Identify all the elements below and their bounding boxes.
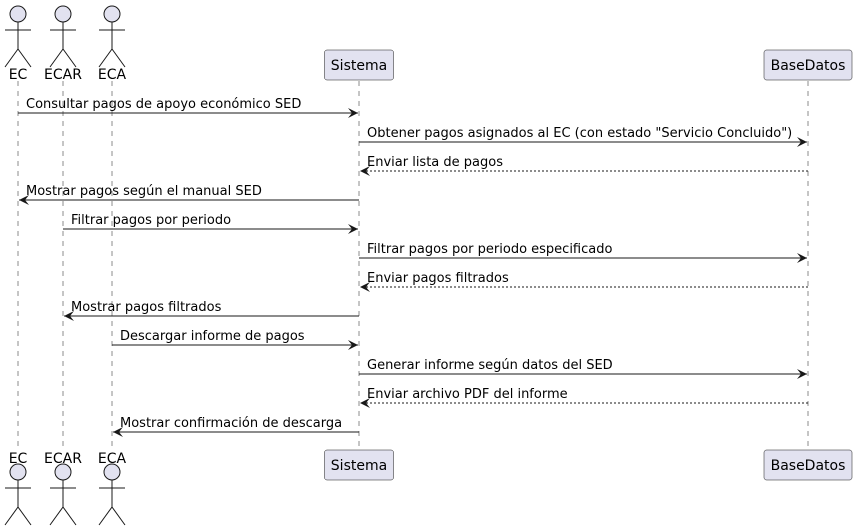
message-label: Mostrar pagos según el manual SED [26, 184, 262, 199]
message-label: Mostrar confirmación de descarga [120, 416, 342, 431]
message-label: Consultar pagos de apoyo económico SED [26, 97, 301, 112]
participant-box [324, 449, 394, 481]
participant-label: Sistema [331, 58, 387, 74]
participant-label: BaseDatos [771, 58, 846, 74]
participant-label: ECAR [44, 451, 82, 467]
participant-sistema-bottom: Sistema [324, 449, 394, 481]
message-label: Filtrar pagos por periodo [71, 213, 231, 228]
message-9: Descargar informe de pagos [112, 329, 358, 350]
actor-ecar-bottom: ECAR [44, 451, 82, 526]
participant-label: ECA [98, 67, 127, 83]
message-1: Consultar pagos de apoyo económico SED [18, 97, 358, 118]
actor-icon [49, 463, 77, 526]
participant-basedatos-top: BaseDatos [763, 49, 853, 81]
actor-icon [49, 5, 77, 68]
message-label: Enviar archivo PDF del informe [367, 387, 568, 402]
actor-ecar-top: ECAR [44, 5, 82, 83]
participant-label: EC [9, 451, 28, 467]
actor-eca-top: ECA [98, 5, 127, 83]
message-7: Enviar pagos filtrados [360, 271, 808, 292]
message-6: Filtrar pagos por periodo especificado [359, 242, 807, 263]
message-label: Enviar lista de pagos [367, 155, 503, 170]
participant-label: BaseDatos [771, 458, 846, 474]
message-label: Descargar informe de pagos [120, 329, 305, 344]
message-10: Generar informe según datos del SED [359, 358, 807, 379]
message-label: Filtrar pagos por periodo especificado [367, 242, 612, 257]
message-label: Mostrar pagos filtrados [71, 300, 222, 315]
participant-basedatos-bottom: BaseDatos [763, 449, 853, 481]
actor-ec-bottom: EC [4, 451, 32, 526]
message-2: Obtener pagos asignados al EC (con estad… [359, 126, 807, 147]
messages: Consultar pagos de apoyo económico SED Ob… [18, 97, 808, 437]
participant-label: ECAR [44, 67, 82, 83]
message-3: Enviar lista de pagos [360, 155, 808, 176]
message-12: Mostrar confirmación de descarga [113, 416, 359, 437]
message-4: Mostrar pagos según el manual SED [19, 184, 359, 205]
message-label: Enviar pagos filtrados [367, 271, 509, 286]
participants: ECECECARECARECAECASistemaSistemaBaseDato… [4, 5, 853, 526]
participant-label: Sistema [331, 458, 387, 474]
message-label: Obtener pagos asignados al EC (con estad… [367, 126, 792, 141]
participant-box [324, 49, 394, 81]
participant-box [763, 449, 853, 481]
actor-eca-bottom: ECA [98, 451, 127, 526]
message-8: Mostrar pagos filtrados [64, 300, 359, 321]
actor-icon [98, 5, 126, 68]
participant-sistema-top: Sistema [324, 49, 394, 81]
actor-ec-top: EC [4, 5, 32, 83]
actor-icon [4, 463, 32, 526]
message-label: Generar informe según datos del SED [367, 358, 613, 373]
message-5: Filtrar pagos por periodo [63, 213, 358, 234]
participant-label: ECA [98, 451, 127, 467]
participant-label: EC [9, 67, 28, 83]
participant-box [763, 49, 853, 81]
actor-icon [98, 463, 126, 526]
message-11: Enviar archivo PDF del informe [360, 387, 808, 408]
actor-icon [4, 5, 32, 68]
